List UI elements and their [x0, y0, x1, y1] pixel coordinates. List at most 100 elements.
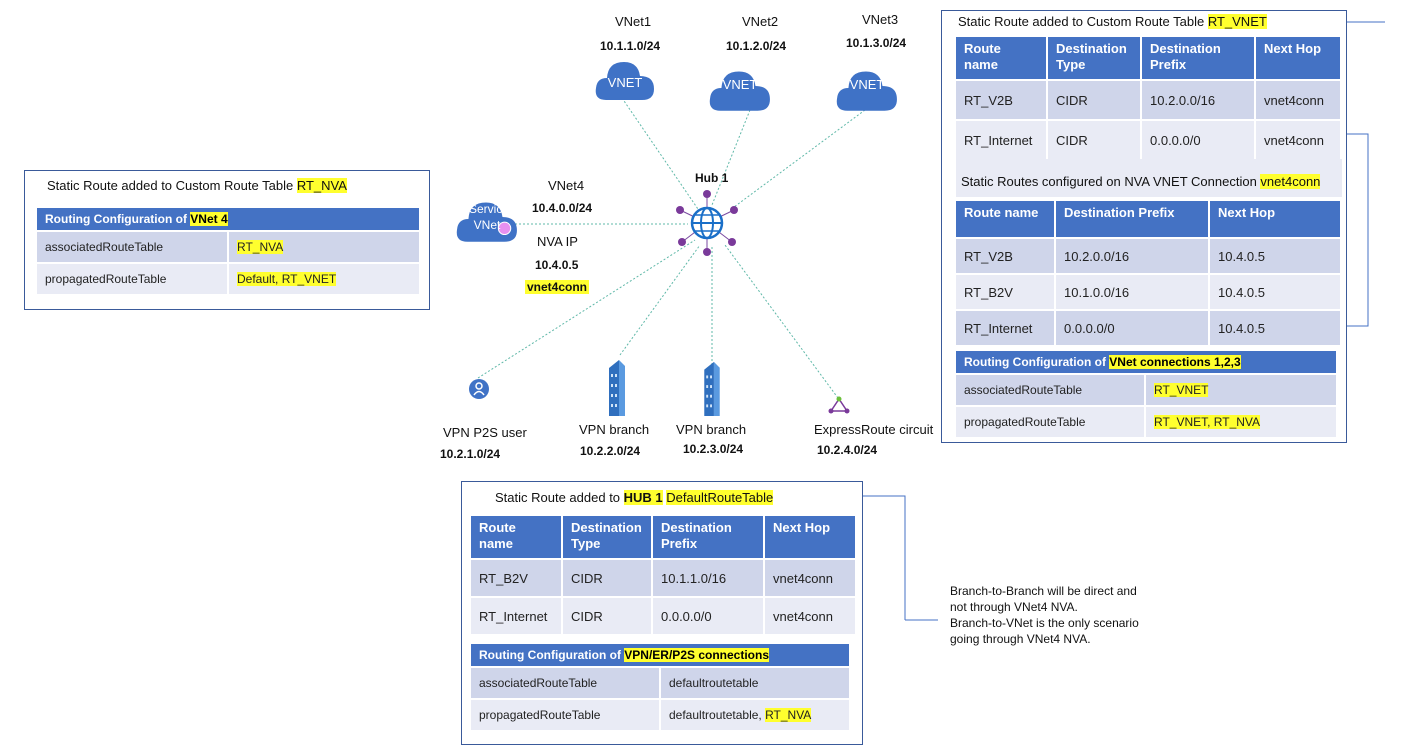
- table-row: RT_B2V 10.1.0.0/16 10.4.0.5: [956, 275, 1340, 309]
- link-branch1-hub: [619, 244, 701, 356]
- vnet3-cloud-icon: [836, 71, 897, 111]
- vnet2-cidr: 10.1.2.0/24: [726, 39, 787, 53]
- propagated-value: RT_VNET, RT_NVA: [1154, 415, 1261, 429]
- cell-route-name: RT_Internet: [956, 311, 1054, 345]
- vnet4-connection-name: vnet4conn: [525, 280, 590, 294]
- note-line: not through VNet4 NVA.: [950, 600, 1078, 614]
- propagated-value-cell: defaultroutetable, RT_NVA: [661, 700, 849, 730]
- branch-vpn1-cidr: 10.2.2.0/24: [580, 444, 641, 458]
- vnet4-config-header: Routing Configuration of VNet 4: [37, 208, 419, 230]
- link-vnet1-hub: [621, 97, 701, 213]
- table-row: RT_V2B 10.2.0.0/16 10.4.0.5: [956, 239, 1340, 273]
- branch-vpn2-cidr: 10.2.3.0/24: [683, 442, 744, 456]
- hub-header-row: Route name Destination Type Destination …: [471, 516, 855, 558]
- cell-destination-prefix: 10.2.0.0/16: [1142, 81, 1254, 119]
- hub-default-route-panel: Static Route added to HUB 1 DefaultRoute…: [461, 481, 863, 745]
- vnet1-cloud-icon: [595, 62, 654, 100]
- cell-destination-prefix: 10.2.0.0/16: [1056, 239, 1208, 273]
- rt-vnet-title-prefix: Static Route added to Custom Route Table: [958, 14, 1208, 29]
- branch-er-cidr: 10.2.4.0/24: [817, 443, 878, 457]
- vnet2-icon-label: VNET: [722, 77, 758, 92]
- col-next-hop: Next Hop: [1210, 201, 1340, 237]
- config-row-associated: associatedRouteTable RT_NVA: [37, 232, 419, 262]
- vnet1-cidr: 10.1.1.0/24: [600, 39, 661, 53]
- rt-vnet-title-highlight: RT_VNET: [1207, 14, 1267, 29]
- col-destination-prefix: Destination Prefix: [653, 516, 763, 558]
- vnet-connections-routing-config: Routing Configuration of VNet connection…: [956, 351, 1336, 439]
- vnet1-name: VNet1: [615, 14, 652, 29]
- rt-nva-title-highlight: RT_NVA: [296, 178, 347, 193]
- vpn-er-p2s-config-header: Routing Configuration of VPN/ER/P2S conn…: [471, 644, 849, 666]
- rt-nva-title: Static Route added to Custom Route Table…: [47, 178, 347, 193]
- cell-next-hop: 10.4.0.5: [1210, 311, 1340, 345]
- vnet4-routing-config: Routing Configuration of VNet 4 associat…: [37, 208, 419, 296]
- globe-icon: [676, 190, 738, 256]
- config-header-prefix: Routing Configuration of: [45, 212, 191, 226]
- propagated-value-cell: Default, RT_VNET: [229, 264, 419, 294]
- rt-nva-title-prefix: Static Route added to Custom Route Table: [47, 178, 297, 193]
- col-destination-prefix: Destination Prefix: [1056, 201, 1208, 237]
- link-p2s-hub: [477, 239, 696, 379]
- link-vnet2-hub: [711, 109, 751, 206]
- nva-ip-label: NVA IP: [537, 234, 578, 249]
- branch-vpn2-name: VPN branch: [676, 422, 747, 437]
- col-route-name: Route name: [471, 516, 561, 558]
- hub-route-table: Route name Destination Type Destination …: [469, 514, 857, 636]
- col-destination-prefix: Destination Prefix: [1142, 37, 1254, 79]
- config-header-highlight: VPN/ER/P2S connections: [624, 648, 769, 662]
- col-destination-type: Destination Type: [1048, 37, 1140, 79]
- col-route-name: Route name: [956, 201, 1054, 237]
- table-row: RT_B2V CIDR 10.1.1.0/16 vnet4conn: [471, 560, 855, 596]
- config-header-highlight: VNet 4: [190, 212, 228, 226]
- col-next-hop: Next Hop: [765, 516, 855, 558]
- rt-vnet-title: Static Route added to Custom Route Table…: [958, 14, 1267, 29]
- note-line: Branch-to-VNet is the only scenario: [950, 616, 1139, 630]
- building-icon: [704, 361, 720, 416]
- nva-routes-title-highlight: vnet4conn: [1260, 174, 1321, 189]
- cell-destination-type: CIDR: [563, 560, 651, 596]
- config-row-associated: associatedRouteTable defaultroutetable: [471, 668, 849, 698]
- note-line: going through VNet4 NVA.: [950, 632, 1091, 646]
- hub-route-title: Static Route added to HUB 1 DefaultRoute…: [495, 490, 774, 505]
- vnet-connections-config-header: Routing Configuration of VNet connection…: [956, 351, 1336, 373]
- cell-route-name: RT_V2B: [956, 239, 1054, 273]
- associated-value-cell: RT_VNET: [1146, 375, 1336, 405]
- cell-destination-prefix: 10.1.0.0/16: [1056, 275, 1208, 309]
- vnet1-icon-label: VNET: [607, 75, 643, 90]
- vnet4-icon-label-1: Service: [468, 202, 509, 216]
- cell-next-hop: vnet4conn: [1256, 121, 1340, 159]
- vnet4-cloud-icon: [456, 202, 517, 242]
- cell-destination-type: CIDR: [1048, 81, 1140, 119]
- cell-next-hop: 10.4.0.5: [1210, 239, 1340, 273]
- table-row: RT_Internet CIDR 0.0.0.0/0 vnet4conn: [956, 121, 1340, 159]
- config-header-prefix: Routing Configuration of: [479, 648, 625, 662]
- rt-vnet-panel: Static Route added to Custom Route Table…: [941, 10, 1347, 443]
- cell-next-hop: 10.4.0.5: [1210, 275, 1340, 309]
- rt-vnet-header-row: Route name Destination Type Destination …: [956, 37, 1340, 79]
- associated-value: defaultroutetable: [661, 668, 849, 698]
- user-icon: [469, 379, 489, 399]
- expressroute-icon: [828, 396, 850, 414]
- associated-label: associatedRouteTable: [37, 232, 227, 262]
- vnet2-name: VNet2: [742, 14, 779, 29]
- vnet3-cidr: 10.1.3.0/24: [846, 36, 907, 50]
- config-row-propagated: propagatedRouteTable defaultroutetable, …: [471, 700, 849, 730]
- cell-route-name: RT_B2V: [956, 275, 1054, 309]
- vnet2-cloud-icon: [709, 71, 770, 111]
- nva-route-table: Route name Destination Prefix Next Hop R…: [954, 199, 1342, 347]
- vnet4-name: VNet4: [548, 178, 585, 193]
- table-row: RT_V2B CIDR 10.2.0.0/16 vnet4conn: [956, 81, 1340, 119]
- nva-ip-value: 10.4.0.5: [535, 258, 579, 272]
- vnet4-cidr: 10.4.0.0/24: [532, 201, 593, 215]
- propagated-label: propagatedRouteTable: [956, 407, 1144, 437]
- cell-destination-prefix: 0.0.0.0/0: [653, 598, 763, 634]
- nva-routes-title-prefix: Static Routes configured on NVA VNET Con…: [961, 174, 1261, 189]
- associated-label: associatedRouteTable: [956, 375, 1144, 405]
- cell-destination-prefix: 0.0.0.0/0: [1056, 311, 1208, 345]
- config-row-propagated: propagatedRouteTable Default, RT_VNET: [37, 264, 419, 294]
- vpn-er-p2s-routing-config: Routing Configuration of VPN/ER/P2S conn…: [471, 644, 849, 732]
- propagated-value: Default, RT_VNET: [237, 272, 337, 286]
- vnet3-name: VNet3: [862, 12, 899, 27]
- rt-vnet-route-table: Route name Destination Type Destination …: [954, 35, 1342, 161]
- rt-nva-panel: Static Route added to Custom Route Table…: [24, 170, 430, 310]
